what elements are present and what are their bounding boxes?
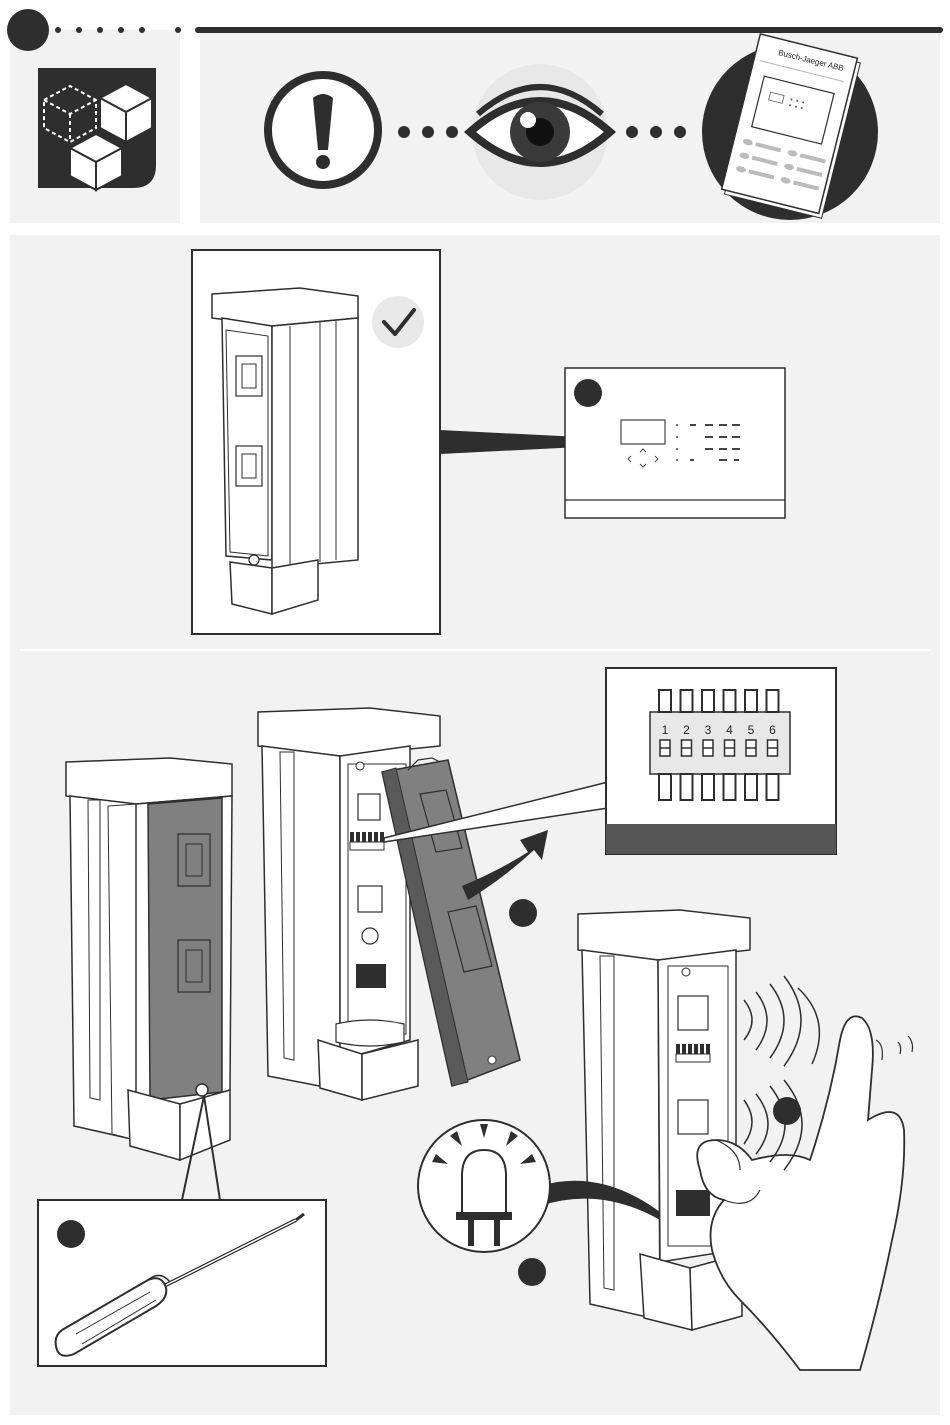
checkmark-icon [372, 296, 424, 348]
dip-switch-label: 1 [662, 723, 669, 737]
step-number-marker [57, 1220, 85, 1248]
dip-switch-label: 3 [705, 723, 712, 737]
dip-switch-label: 6 [769, 723, 776, 737]
dip-pin-top [724, 690, 736, 712]
dip-pin-bottom [702, 774, 714, 800]
dip-switch-label: 2 [683, 723, 690, 737]
package-contents-icon [38, 68, 156, 190]
dip-switch-label: 5 [748, 723, 755, 737]
dip-switch-label: 4 [726, 723, 733, 737]
dip-pin-bottom [745, 774, 757, 800]
device-with-cover [66, 758, 232, 1160]
step-number-marker [773, 1097, 801, 1125]
dip-pin-bottom [724, 774, 736, 800]
warning-icon [268, 75, 378, 185]
led-icon [418, 1120, 550, 1252]
dip-pin-top [702, 690, 714, 712]
dip-pin-top [659, 690, 671, 712]
step-number-marker [518, 1258, 546, 1286]
dip-pin-bottom [767, 774, 779, 800]
dip-pin-bottom [681, 774, 693, 800]
dip-pin-top [767, 690, 779, 712]
eye-icon [470, 64, 610, 200]
manual-page-callout [565, 368, 785, 518]
arrow-icon [462, 830, 548, 900]
dip-pin-bottom [659, 774, 671, 800]
screwdriver-callout [38, 1200, 326, 1366]
step-number-marker [509, 899, 537, 927]
manual-booklet-icon: Busch-Jaeger ABB [702, 34, 878, 220]
motion-waves [744, 976, 819, 1170]
dip-pin-top [745, 690, 757, 712]
dip-pin-top [681, 690, 693, 712]
step-number-marker [574, 379, 602, 407]
